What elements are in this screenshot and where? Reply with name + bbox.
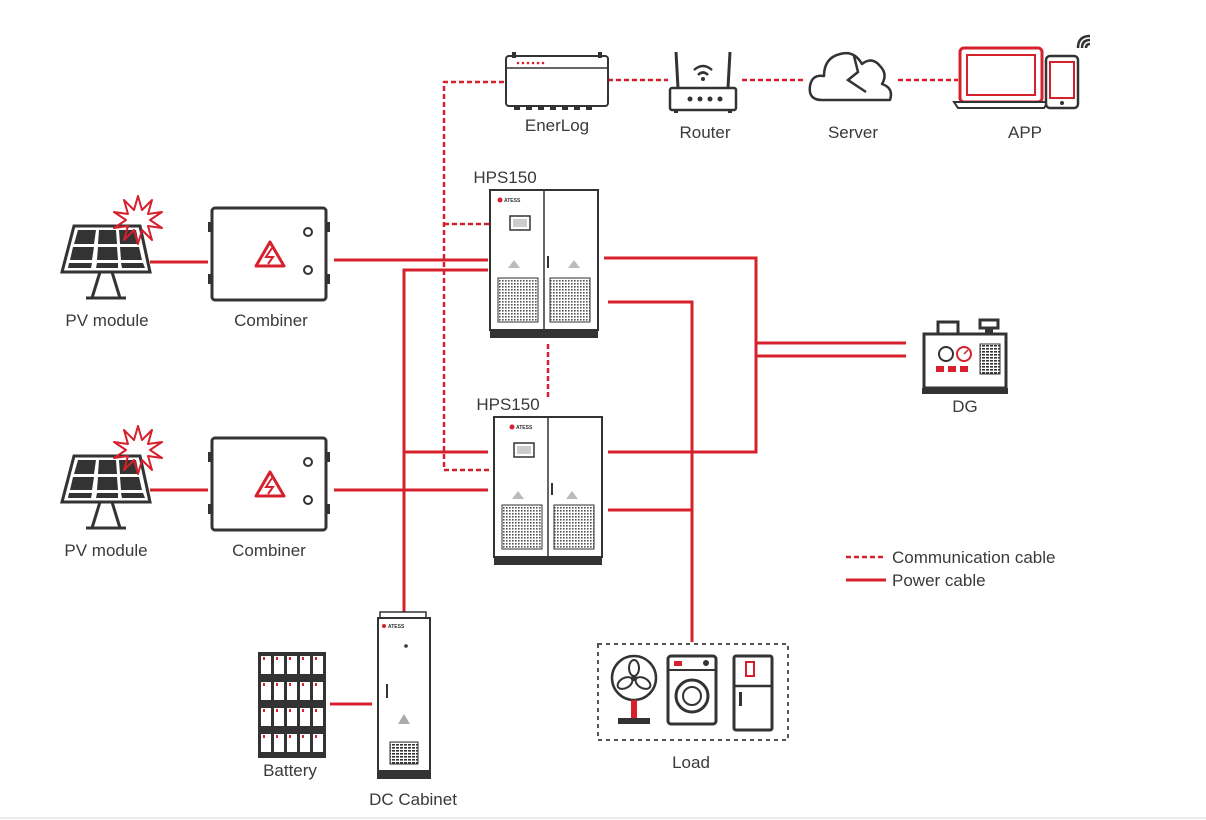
- combiner-1-label: Combiner: [234, 311, 308, 330]
- battery: [258, 652, 326, 758]
- app: [952, 34, 1091, 110]
- legend: Communication cable Power cable: [846, 548, 1055, 590]
- inverter-cabinet-icon: ATESS: [493, 416, 603, 565]
- combiner-2: [208, 436, 330, 532]
- sun-burst-icon: [113, 425, 163, 475]
- hps150-inverter-2: ATESS: [493, 416, 603, 565]
- hps150-2-label: HPS150: [476, 395, 539, 414]
- combiner-1: [208, 206, 330, 302]
- brand-logo: ATESS: [516, 425, 533, 431]
- enerlog-label: EnerLog: [525, 116, 589, 135]
- pv-module-1: [60, 195, 163, 300]
- server: [808, 51, 893, 102]
- combiner-box-icon: [208, 206, 330, 302]
- dc-cabinet-icon: ATESS: [377, 611, 431, 779]
- battery-label: Battery: [263, 761, 317, 780]
- dc-cabinet-label: DC Cabinet: [369, 790, 457, 809]
- inverter-cabinet-icon: ATESS: [489, 189, 599, 338]
- datalogger-icon: [505, 52, 609, 110]
- appliances-icon: [610, 654, 774, 732]
- battery-rack-icon: [258, 652, 326, 758]
- cloud-icon: [808, 51, 893, 102]
- diesel-generator: [922, 318, 1008, 394]
- pv-module-2: [60, 425, 163, 530]
- power-cables: [150, 256, 906, 706]
- enerlog: [505, 52, 609, 110]
- wifi-signal-icon: [1076, 34, 1091, 49]
- hps150-1-label: HPS150: [473, 168, 536, 187]
- pv-module-2-label: PV module: [64, 541, 147, 560]
- combiner-2-label: Combiner: [232, 541, 306, 560]
- dc-cabinet: ATESS: [377, 611, 431, 779]
- legend-power-label: Power cable: [892, 571, 986, 590]
- legend-comm-label: Communication cable: [892, 548, 1055, 567]
- washing-machine-icon: [666, 654, 718, 726]
- hps150-inverter-1: ATESS: [489, 189, 599, 338]
- load-label: Load: [672, 753, 710, 772]
- dg-label: DG: [952, 397, 978, 416]
- fan-icon: [610, 654, 658, 724]
- router: [668, 51, 738, 113]
- brand-logo: ATESS: [504, 198, 521, 204]
- solar-panel-icon: [60, 195, 163, 300]
- app-label: APP: [1008, 123, 1042, 142]
- server-label: Server: [828, 123, 878, 142]
- router-icon: [668, 51, 738, 113]
- refrigerator-icon: [732, 654, 774, 732]
- generator-icon: [922, 318, 1008, 394]
- solar-panel-icon: [60, 425, 163, 530]
- communication-cables: [442, 78, 958, 472]
- laptop-phone-icon: [952, 34, 1091, 110]
- load-group: [597, 643, 789, 741]
- combiner-box-icon: [208, 436, 330, 532]
- pv-module-1-label: PV module: [65, 311, 148, 330]
- brand-logo: ATESS: [388, 624, 405, 630]
- router-label: Router: [679, 123, 730, 142]
- sun-burst-icon: [113, 195, 163, 245]
